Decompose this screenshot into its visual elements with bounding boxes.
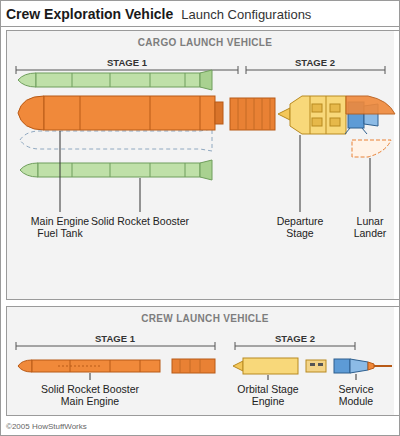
solid-rocket-booster	[18, 70, 212, 90]
leader-line	[60, 131, 370, 212]
title-rule	[0, 26, 400, 27]
main-fuel-tank	[18, 96, 223, 130]
stage-label: STAGE 2	[273, 333, 317, 345]
stage-label: STAGE 2	[293, 57, 337, 69]
panel-box: CARGO LAUNCH VEHICLE	[6, 30, 400, 300]
fairing	[346, 96, 395, 114]
stage-label: STAGE 1	[93, 333, 137, 345]
panel-heading: CREW LAUNCH VEHICLE	[7, 313, 400, 324]
part-label: Solid Rocket Booster	[88, 215, 192, 227]
service-module	[334, 359, 392, 373]
part-label: Service Module	[331, 383, 381, 407]
diagram-title: Crew Exploration Vehicle	[6, 6, 173, 22]
crew-booster	[18, 359, 215, 373]
part-label: Solid Rocket Booster Main Engine	[35, 383, 145, 407]
panel-ground	[6, 30, 394, 300]
part-label: Main Engine Fuel Tank	[25, 215, 95, 239]
subtitle: Launch Configurations	[181, 7, 311, 22]
stage-label: STAGE 1	[105, 57, 149, 69]
departure-stage	[278, 96, 346, 134]
solid-rocket-booster	[20, 160, 212, 180]
hidden-booster	[20, 129, 212, 151]
part-label: Orbital Stage Engine	[233, 383, 303, 407]
fairing-half	[352, 140, 391, 157]
panel-heading: CARGO LAUNCH VEHICLE	[7, 37, 400, 48]
leader-line	[90, 373, 356, 380]
orbital-stage	[233, 358, 326, 374]
interstage	[230, 98, 275, 130]
copyright-note: ©2005 HowStuffWorks	[6, 422, 87, 432]
part-label: Lunar Lander	[348, 215, 393, 239]
part-label: Departure Stage	[270, 215, 330, 239]
